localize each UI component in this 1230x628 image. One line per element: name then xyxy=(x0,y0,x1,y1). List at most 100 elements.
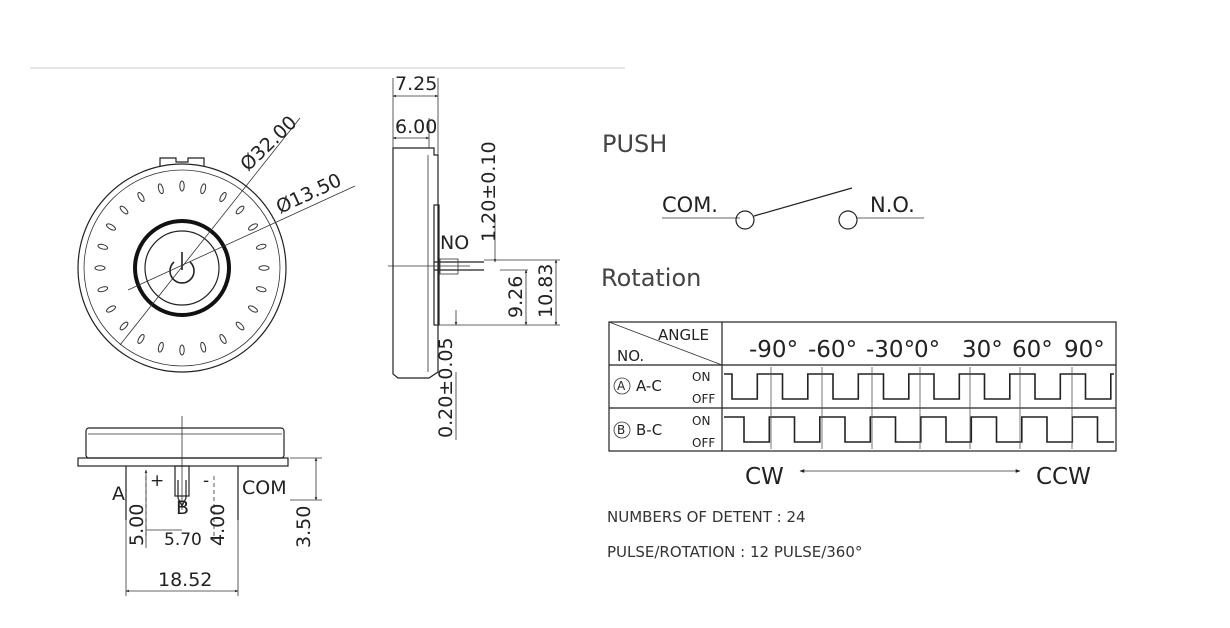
waveform-b xyxy=(724,416,1114,443)
detent-mark xyxy=(258,265,270,271)
dia-outer-label: Ø32.00 xyxy=(236,112,301,176)
dim-5-70: 5.70 xyxy=(164,530,202,550)
knob-outer xyxy=(133,219,231,317)
push-title: PUSH xyxy=(602,130,667,158)
no-terminal xyxy=(838,210,858,230)
label-ccw: CCW xyxy=(1036,464,1091,490)
row-a-on: ON xyxy=(692,370,710,384)
pin-b-tip xyxy=(177,480,187,508)
angle-marker-lines xyxy=(770,367,1073,449)
dim-18-52: 18.52 xyxy=(158,569,212,591)
row-b-off: OFF xyxy=(692,436,715,450)
bottom-body xyxy=(85,427,285,459)
detent-mark xyxy=(119,205,129,215)
detent-mark xyxy=(235,205,245,215)
bottom-flange xyxy=(77,457,289,467)
row-b-on: ON xyxy=(692,414,710,428)
header-no: NO. xyxy=(617,347,644,365)
detent-mark xyxy=(179,344,185,356)
label-a: A xyxy=(112,483,125,505)
angle-label: 60° xyxy=(1012,337,1053,363)
label-no: NO xyxy=(440,232,469,254)
rotation-title: Rotation xyxy=(601,264,701,292)
push-com: COM. xyxy=(662,193,718,217)
detent-mark xyxy=(248,305,258,313)
label-com: COM xyxy=(242,477,287,499)
detent-mark xyxy=(179,180,185,192)
detent-mark xyxy=(219,334,227,344)
header-angle: ANGLE xyxy=(658,326,709,344)
angle-labels: -90° -60° -30° 0° 30° 60° 90° xyxy=(749,337,1105,363)
dim-3-50: 3.50 xyxy=(293,506,315,548)
com-terminal xyxy=(735,210,755,230)
dia-outer-leader xyxy=(119,117,301,346)
detent-mark xyxy=(248,223,258,231)
dia-inner-leader xyxy=(127,185,356,291)
detent-mark xyxy=(235,321,245,331)
rotation-table xyxy=(608,321,1117,452)
detent-mark xyxy=(97,286,109,293)
detent-mark xyxy=(137,334,145,344)
detent-mark xyxy=(97,243,109,250)
detent-mark xyxy=(119,321,129,331)
bottom-view: + - A B COM 5.00 4.00 5.70 3.50 18.52 xyxy=(77,416,322,596)
rim-notch xyxy=(159,157,205,166)
dim-4-00: 4.00 xyxy=(207,504,229,546)
circle-a xyxy=(613,377,631,395)
angle-label: -90° xyxy=(749,337,798,363)
row-a-label: A-C xyxy=(636,377,662,395)
dim-5-00: 5.00 xyxy=(126,504,148,546)
row-b: B B-C ON OFF xyxy=(613,414,1114,450)
row-a: A A-C ON OFF xyxy=(613,370,1114,406)
row-b-label: B-C xyxy=(636,421,662,439)
detent-mark xyxy=(255,243,267,250)
inner-rim xyxy=(83,169,281,367)
circle-b-letter: B xyxy=(617,423,625,437)
push-section: PUSH COM. N.O. xyxy=(602,130,924,230)
detent-mark xyxy=(255,286,267,293)
dim-1-20: 1.20±0.10 xyxy=(478,141,500,242)
detent-mark xyxy=(200,341,207,353)
header-diagonal xyxy=(608,321,723,366)
label-minus: - xyxy=(203,471,209,491)
dim-6-00: 6.00 xyxy=(395,116,437,138)
dim-9-26: 9.26 xyxy=(505,276,527,318)
detent-mark xyxy=(200,183,207,195)
detent-mark xyxy=(219,192,227,202)
outer-rim xyxy=(77,163,287,373)
side-view: 7.25 6.00 1.20±0.10 NO 9.26 10.83 0.20±0… xyxy=(388,73,560,440)
dim-7-25: 7.25 xyxy=(395,73,437,95)
detent-mark xyxy=(106,223,116,231)
note-pulse: PULSE/ROTATION : 12 PULSE/360° xyxy=(607,543,862,561)
dia-inner-label: Ø13.50 xyxy=(273,169,345,218)
label-plus: + xyxy=(150,471,164,491)
circle-b xyxy=(613,421,631,439)
detent-ring xyxy=(94,180,270,356)
push-no: N.O. xyxy=(870,193,915,217)
front-view: Ø32.00 Ø13.50 xyxy=(77,112,356,373)
circle-a-letter: A xyxy=(617,379,626,393)
detent-mark xyxy=(94,265,106,271)
detent-mark xyxy=(137,192,145,202)
pin-b xyxy=(174,465,190,497)
pin-housing xyxy=(439,258,459,275)
label-b: B xyxy=(176,497,189,519)
angle-label: 0° xyxy=(914,337,940,363)
angle-label: -60° xyxy=(808,337,857,363)
detent-mark xyxy=(106,305,116,313)
detent-mark xyxy=(157,183,164,195)
angle-label: 90° xyxy=(1064,337,1105,363)
dim-10-83: 10.83 xyxy=(535,264,557,318)
waveform-a xyxy=(724,373,1114,400)
knob-inner xyxy=(144,230,220,306)
switch-lever xyxy=(753,187,853,217)
note-detent: NUMBERS OF DETENT : 24 xyxy=(607,508,806,526)
angle-label: -30° xyxy=(866,337,915,363)
detent-mark xyxy=(157,341,164,353)
dim-0-20: 0.20±0.05 xyxy=(435,337,457,438)
side-pcb xyxy=(433,204,440,326)
angle-label: 30° xyxy=(962,337,1003,363)
row-a-off: OFF xyxy=(692,392,715,406)
label-cw: CW xyxy=(745,464,784,490)
